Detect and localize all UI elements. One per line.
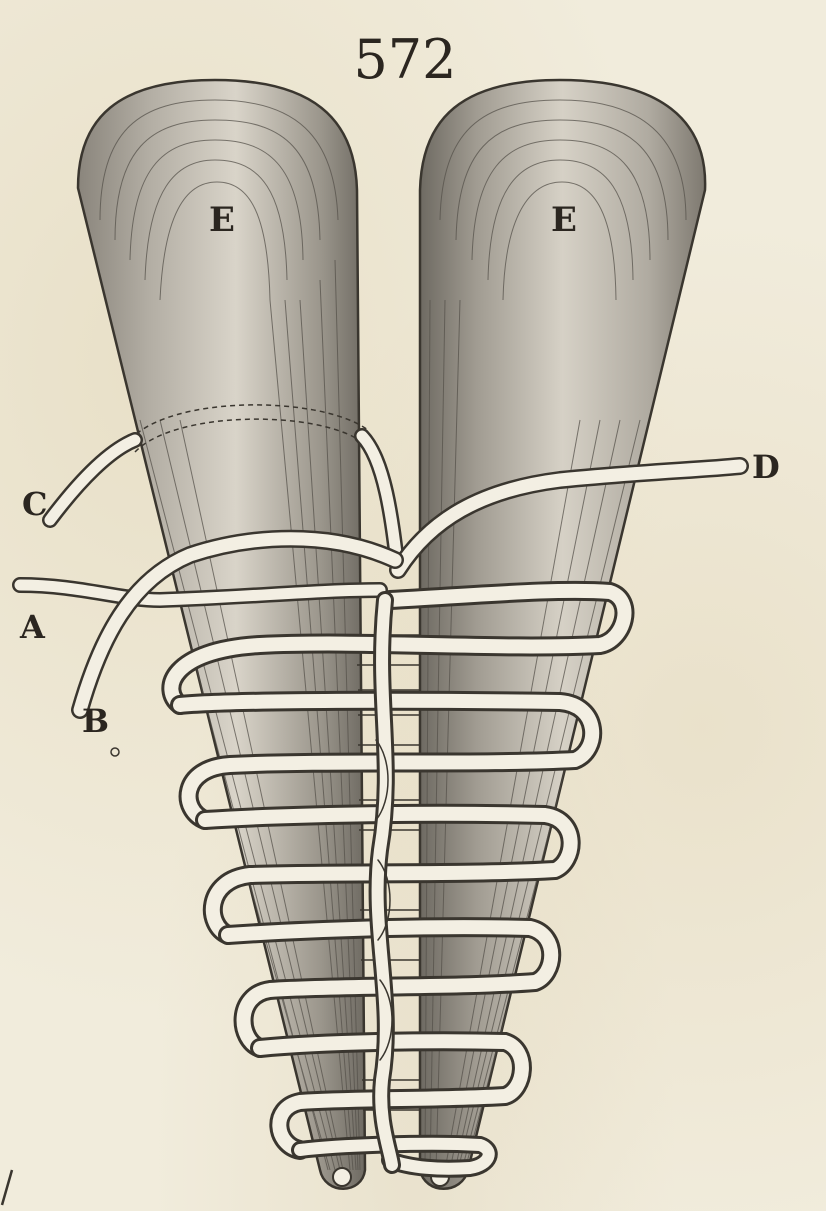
right-splint [420, 80, 705, 1189]
label-a: A [19, 608, 46, 646]
label-b: B [82, 702, 109, 740]
stray-mark [2, 1170, 12, 1205]
label-e-right: E [551, 200, 577, 240]
page-number: 572 [353, 28, 456, 91]
label-e-left: E [209, 200, 235, 240]
label-c: C [22, 485, 47, 523]
label-d: D [752, 448, 780, 486]
ink-dot [111, 748, 119, 756]
